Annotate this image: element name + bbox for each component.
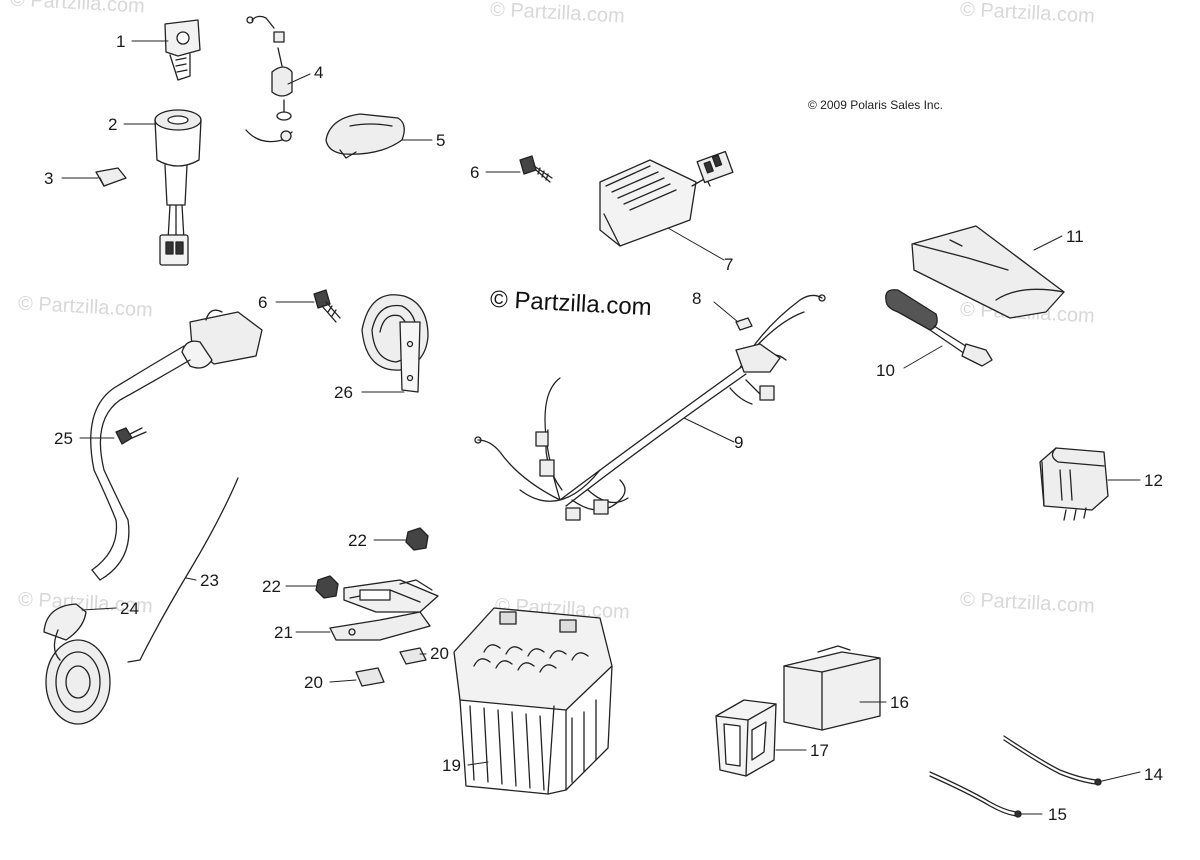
part-screw <box>115 427 147 445</box>
part-tool <box>885 289 993 367</box>
part-spark-boot <box>43 603 111 725</box>
callout-label: 16 <box>890 693 909 712</box>
callout-label: 3 <box>44 169 54 188</box>
callout-label: 21 <box>274 623 293 642</box>
callout-label: 4 <box>314 63 324 82</box>
part-sleeve <box>715 699 777 777</box>
part-bolt <box>519 155 553 183</box>
part-pouch <box>911 225 1065 319</box>
part-battery <box>453 607 613 795</box>
part-ignition-switch <box>154 109 202 266</box>
part-key <box>164 19 201 81</box>
part-bracket <box>329 579 439 641</box>
callout-label: 26 <box>334 383 353 402</box>
part-ignition-coil <box>90 309 263 663</box>
callout-label: 17 <box>810 741 829 760</box>
callout-label: 25 <box>54 429 73 448</box>
callout-label: 1 <box>116 32 126 51</box>
part-cover <box>325 113 405 159</box>
callout-label: 9 <box>734 433 744 452</box>
callout-label: 23 <box>200 571 219 590</box>
callout-label: 7 <box>724 255 734 274</box>
callout-label: 24 <box>120 599 139 618</box>
callout-label: 10 <box>876 361 895 380</box>
callout-label: 20 <box>304 673 323 692</box>
callout-label: 11 <box>1066 227 1084 246</box>
callout-label: 8 <box>692 289 702 308</box>
part-relay <box>1039 447 1109 521</box>
callout-label: 6 <box>258 293 268 312</box>
part-nut <box>405 527 429 551</box>
part-nut <box>315 575 339 599</box>
part-regulator <box>599 150 734 247</box>
part-pad <box>355 667 385 687</box>
part-bolt <box>313 289 341 323</box>
callout-label: 20 <box>430 644 449 663</box>
copyright-notice: © 2009 Polaris Sales Inc. <box>808 98 943 112</box>
part-cap-tether <box>245 15 293 143</box>
callout-label: 14 <box>1144 765 1163 784</box>
callout-label: 22 <box>348 531 367 550</box>
part-small-clip <box>735 317 753 331</box>
callout-label: 2 <box>108 115 118 134</box>
part-clip <box>95 167 127 187</box>
part-module <box>783 645 881 731</box>
leader-lines <box>61 40 1141 815</box>
callout-label: 15 <box>1048 805 1067 824</box>
part-cable <box>1003 735 1102 786</box>
part-pad <box>399 647 427 665</box>
part-wire-harness <box>474 294 826 521</box>
callout-label: 12 <box>1144 471 1163 490</box>
callout-label: 19 <box>442 756 461 775</box>
callout-label: 5 <box>436 131 446 150</box>
part-horn <box>361 294 429 393</box>
callout-label: 6 <box>470 163 480 182</box>
part-cable <box>929 771 1022 818</box>
callout-label: 22 <box>262 577 281 596</box>
